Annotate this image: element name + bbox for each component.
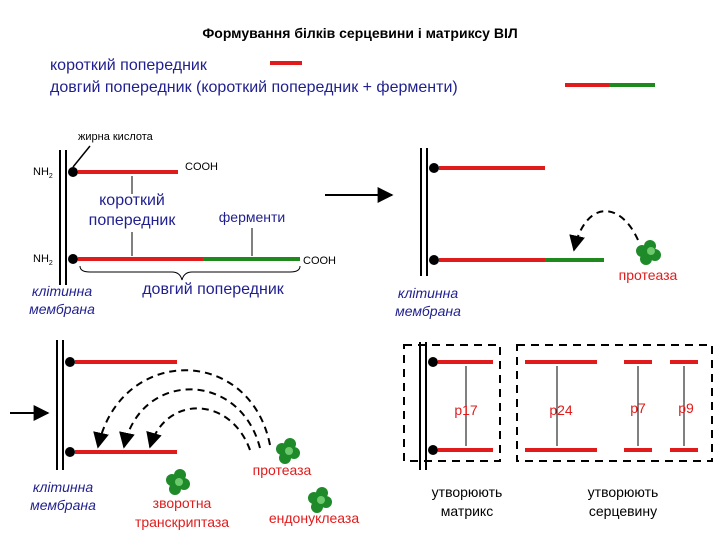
lipid-anchor [65, 447, 75, 457]
panel-enzyme-release: протеаза зворотна транскриптаза ендонукл… [10, 340, 359, 530]
long-precursor-brace [79, 265, 301, 281]
membrane-label-2: мембрана [395, 303, 461, 319]
cooh-label: COOH [303, 255, 336, 267]
protease-cleavage-arrow [569, 210, 639, 252]
core-caption-2: серцевину [589, 503, 657, 519]
enzymes-label: ферменти [219, 209, 285, 225]
release-arrow-3 [146, 407, 251, 451]
lipid-anchor [65, 357, 75, 367]
p9-label: p9 [678, 400, 694, 416]
lipid-anchor [68, 167, 78, 177]
protease-blob [276, 438, 300, 464]
p17-label: p17 [454, 402, 478, 418]
membrane-label-2: мембрана [30, 497, 96, 513]
lipid-anchor [429, 163, 439, 173]
lipid-anchor [428, 357, 438, 367]
panel-mature-proteins: p17 p24 p7 p9 утворюють матрикс утворюют… [403, 342, 713, 519]
fatty-acid-label: жирна кислота [78, 131, 154, 143]
protease-blob [636, 240, 661, 265]
short-precursor-label-2: попередник [89, 212, 177, 229]
membrane-label-1: клітинна [398, 285, 458, 301]
matrix-box [403, 344, 501, 462]
membrane-label-1: клітинна [33, 479, 93, 495]
long-precursor-label: довгий попередник [142, 281, 285, 298]
endonuclease-blob [308, 487, 332, 513]
nh2-label: NH2 [33, 166, 53, 180]
lipid-anchor [68, 254, 78, 264]
core-box [516, 344, 713, 462]
short-precursor-label-1: короткий [99, 192, 165, 209]
legend-long-label: довгий попередник (короткий попередник +… [50, 79, 458, 96]
legend-short-label: короткий попередник [50, 57, 208, 74]
matrix-caption-2: матрикс [441, 503, 493, 519]
diagram-title: Формування білків серцевини і матриксу В… [202, 25, 517, 41]
lipid-anchor [429, 255, 439, 265]
membrane-label-1: клітинна [32, 283, 92, 299]
lipid-anchor [428, 445, 438, 455]
nh2-label: NH2 [33, 253, 53, 267]
membrane-label-2: мембрана [29, 301, 95, 317]
reverse-transcriptase-label-2: транскриптаза [135, 514, 229, 530]
protease-label: протеаза [619, 267, 678, 283]
p24-label: p24 [549, 402, 573, 418]
reverse-transcriptase-blob [166, 469, 190, 495]
panel-precursors: жирна кислота NH2 COOH короткий попередн… [29, 131, 336, 317]
matrix-caption-1: утворюють [432, 484, 503, 500]
endonuclease-label: ендонуклеаза [269, 510, 359, 526]
protease-label: протеаза [253, 462, 312, 478]
cooh-label: COOH [185, 161, 218, 173]
panel-protease-activation: протеаза клітинна мембрана [395, 148, 678, 319]
release-arrow-1 [93, 369, 271, 449]
release-arrow-2 [119, 388, 261, 449]
p7-label: p7 [630, 400, 646, 416]
reverse-transcriptase-label-1: зворотна [153, 495, 212, 511]
fatty-acid-pointer [72, 145, 91, 168]
core-caption-1: утворюють [588, 484, 659, 500]
